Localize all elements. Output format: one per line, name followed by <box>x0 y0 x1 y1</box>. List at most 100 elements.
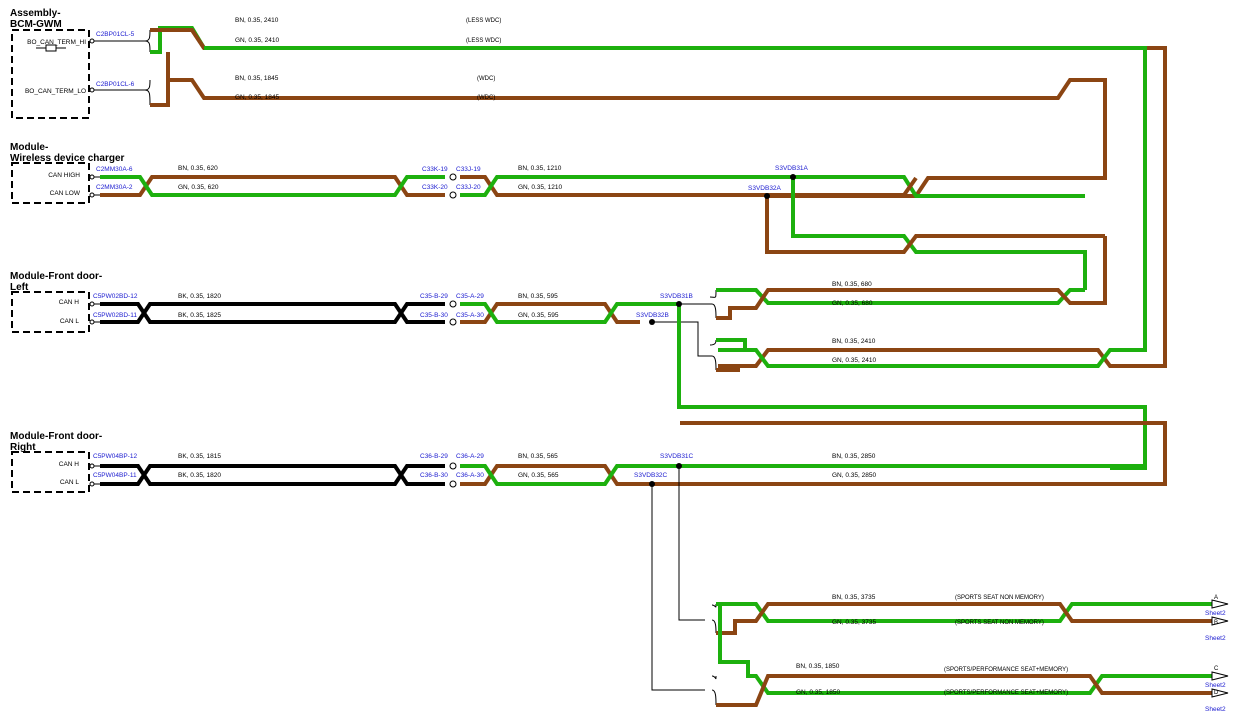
wire-note: (SPORTS SEAT NON MEMORY) <box>955 620 1044 626</box>
offsheet-arrow-a[interactable]: A Sheet2 <box>1205 595 1229 617</box>
connector-label: C35-A-30 <box>456 312 484 319</box>
connector-label: C35-B-30 <box>420 312 448 319</box>
module-title: Assembly- <box>10 8 61 19</box>
splice-label: S3VDB31C <box>660 453 694 460</box>
pin-label: BO_CAN_TERM_HI <box>27 39 86 46</box>
wire-label: GN, 0.35, 595 <box>518 312 559 319</box>
wire-label: BN, 0.35, 1845 <box>235 75 279 82</box>
connector-labels: C2BP01CL-5 C2BP01CL-6 C2MM30A-6 C2MM30A-… <box>93 31 484 479</box>
wire-label: BK, 0.35, 1820 <box>178 472 221 479</box>
connector-label: C36-A-30 <box>456 472 484 479</box>
wire-label: GN, 0.35, 1850 <box>796 689 840 696</box>
connector-label: C5PW02BD-12 <box>93 293 138 300</box>
wire-label: GN, 0.35, 620 <box>178 184 219 191</box>
wire-label: GN, 0.35, 2410 <box>235 37 279 44</box>
offsheet-letter: D <box>1214 690 1219 696</box>
wire-label: BN, 0.35, 3735 <box>832 594 876 601</box>
connector-label: C35-A-29 <box>456 293 484 300</box>
module-front-door-left: Module-Front door- Left CAN H CAN L <box>10 271 102 333</box>
splice-label: S3VDB32A <box>748 185 782 192</box>
pin-terminals <box>89 38 457 488</box>
wire-label: GN, 0.35, 1210 <box>518 184 562 191</box>
wire-note: (WDC) <box>477 95 495 101</box>
bcm-harness <box>155 28 1147 368</box>
connector-label: C5PW02BD-11 <box>93 312 137 319</box>
pin-label: CAN LOW <box>50 190 81 197</box>
offsheet-sheet: Sheet2 <box>1205 610 1226 617</box>
connector-label: C35-B-29 <box>420 293 448 300</box>
offsheet-sheet: Sheet2 <box>1205 682 1226 689</box>
connector-label: C2BP01CL-6 <box>96 81 135 88</box>
connector-label: C2MM30A-2 <box>96 184 133 191</box>
wire-label: BN, 0.35, 595 <box>518 293 558 300</box>
splice-label: S3VDB32B <box>636 312 669 319</box>
wire-label: BN, 0.35, 2410 <box>832 338 876 345</box>
wire-label: BN, 0.35, 620 <box>178 165 218 172</box>
module-title: Left <box>10 282 29 293</box>
connector-label: C33J-20 <box>456 184 481 191</box>
connector-label: C36-B-30 <box>420 472 448 479</box>
offsheet-sheet: Sheet2 <box>1205 635 1226 642</box>
resistor-icon <box>36 44 66 52</box>
module-box <box>11 291 90 333</box>
wire-label: GN, 0.35, 3735 <box>832 619 876 626</box>
wire-note: (SPORTS/PERFORMANCE SEAT+MEMORY) <box>944 690 1068 696</box>
wire-label: BN, 0.35, 1850 <box>796 663 840 670</box>
splice-dots <box>649 174 796 487</box>
wire-label: BK, 0.35, 1815 <box>178 453 221 460</box>
offsheet-letter: C <box>1214 666 1219 672</box>
splice-dot <box>649 481 655 487</box>
splice-label: S3VDB32C <box>634 472 668 479</box>
module-title: Module- <box>10 142 48 153</box>
wire-note: (LESS WDC) <box>466 38 501 44</box>
arrow-right-icon <box>1211 616 1229 626</box>
offsheet-arrow-c[interactable]: C Sheet2 <box>1205 666 1229 689</box>
arrow-right-icon <box>1211 599 1229 609</box>
splice-dot <box>676 301 682 307</box>
splice-labels: S3VDB31A S3VDB32A S3VDB31B S3VDB32B S3VD… <box>634 165 809 479</box>
module-title: Right <box>10 442 36 453</box>
wire-label: BN, 0.35, 565 <box>518 453 558 460</box>
pin-label: BO_CAN_TERM_LO <box>25 88 86 95</box>
wdc-harness <box>92 175 1105 290</box>
wire-note: (WDC) <box>477 76 495 82</box>
seat-harness <box>651 466 1212 707</box>
splice-dot <box>649 319 655 325</box>
connector-label: C2BP01CL-5 <box>96 31 135 38</box>
pin-label: CAN L <box>60 318 80 325</box>
wire-label: GN, 0.35, 2410 <box>832 357 876 364</box>
wire-label: BN, 0.35, 2850 <box>832 453 876 460</box>
module-box <box>11 451 90 493</box>
wire-label: BN, 0.35, 2410 <box>235 17 279 24</box>
offsheet-sheet: Sheet2 <box>1205 706 1226 713</box>
offsheet-letter: A <box>1214 595 1218 601</box>
wire-note: (SPORTS SEAT NON MEMORY) <box>955 595 1044 601</box>
splice-dot <box>764 193 770 199</box>
connector-label: C33J-19 <box>456 166 481 173</box>
wire-label: GN, 0.35, 1845 <box>235 94 279 101</box>
connector-label: C36-B-29 <box>420 453 448 460</box>
pin-label: CAN L <box>60 479 80 486</box>
splice-label: S3VDB31A <box>775 165 809 172</box>
offsheet-arrow-d[interactable]: D Sheet2 <box>1205 688 1229 713</box>
offsheet-refs: A Sheet2 B Sheet2 C Sheet2 D Sheet2 <box>1205 595 1229 713</box>
module-wireless-charger: Module- Wireless device charger CAN HIGH… <box>10 142 125 204</box>
connector-label: C2MM30A-6 <box>96 166 133 173</box>
splice-dot <box>790 174 796 180</box>
wire-note: (SPORTS/PERFORMANCE SEAT+MEMORY) <box>944 667 1068 673</box>
offsheet-letter: B <box>1214 620 1218 626</box>
wire-labels: BN, 0.35, 2410 GN, 0.35, 2410 BN, 0.35, … <box>178 17 1068 696</box>
wire-label: GN, 0.35, 565 <box>518 472 559 479</box>
connector-label: C5PW04BP-12 <box>93 453 137 460</box>
module-box <box>11 29 90 119</box>
connector-label: C5PW04BP-11 <box>93 472 137 479</box>
wire-note: (LESS WDC) <box>466 18 501 24</box>
module-box <box>11 162 90 204</box>
wire-label: BN, 0.35, 680 <box>832 281 872 288</box>
offsheet-arrow-b[interactable]: B Sheet2 <box>1205 616 1229 642</box>
connector-label: C33K-20 <box>422 184 448 191</box>
fdr-harness <box>92 407 1167 486</box>
module-title: Wireless device charger <box>10 153 125 164</box>
pin-label: CAN H <box>59 461 80 468</box>
wire-label: GN, 0.35, 680 <box>832 300 873 307</box>
